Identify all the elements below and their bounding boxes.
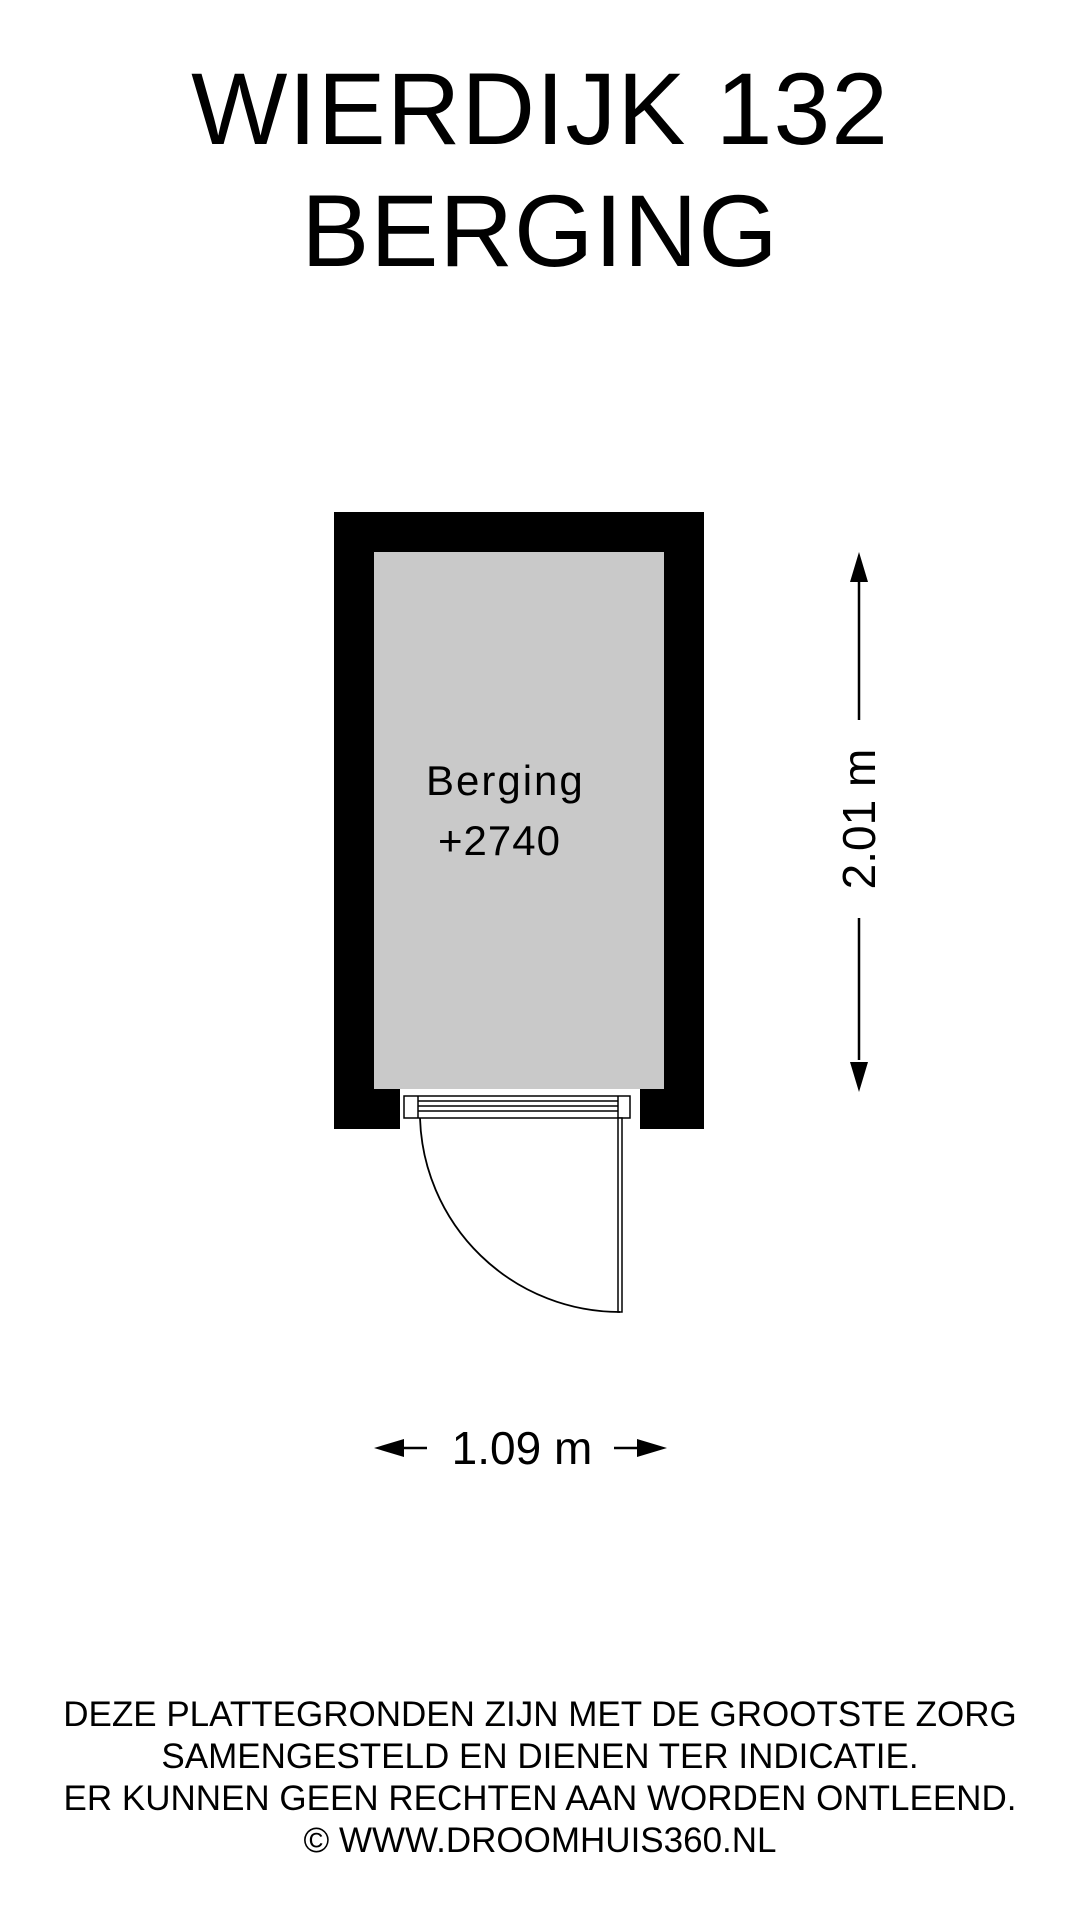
height-dimension-label: 2.01 m bbox=[833, 749, 885, 890]
door-leaf bbox=[617, 1117, 623, 1313]
room-label: Berging bbox=[426, 757, 585, 804]
height-arrow-up bbox=[850, 552, 868, 582]
disclaimer-line: DEZE PLATTEGRONDEN ZIJN MET DE GROOTSTE … bbox=[63, 1695, 1017, 1734]
disclaimer-line: SAMENGESTELD EN DIENEN TER INDICATIE. bbox=[161, 1737, 919, 1776]
width-arrow-left bbox=[374, 1439, 404, 1457]
copyright-line: © WWW.DROOMHUIS360.NL bbox=[303, 1821, 777, 1860]
height-arrow-down bbox=[850, 1062, 868, 1092]
width-arrow-right bbox=[637, 1439, 667, 1457]
width-dimension-label: 1.09 m bbox=[452, 1422, 593, 1474]
door-swing-arc bbox=[419, 1117, 621, 1313]
plan-subtitle: BERGING bbox=[301, 174, 779, 288]
plan-title: WIERDIJK 132 bbox=[191, 52, 889, 166]
disclaimer: DEZE PLATTEGRONDEN ZIJN MET DE GROOTSTE … bbox=[0, 1694, 1080, 1862]
room-floor bbox=[374, 552, 664, 1089]
room-level: +2740 bbox=[438, 817, 561, 864]
disclaimer-line: ER KUNNEN GEEN RECHTEN AAN WORDEN ONTLEE… bbox=[63, 1779, 1017, 1818]
door-threshold bbox=[403, 1095, 631, 1119]
